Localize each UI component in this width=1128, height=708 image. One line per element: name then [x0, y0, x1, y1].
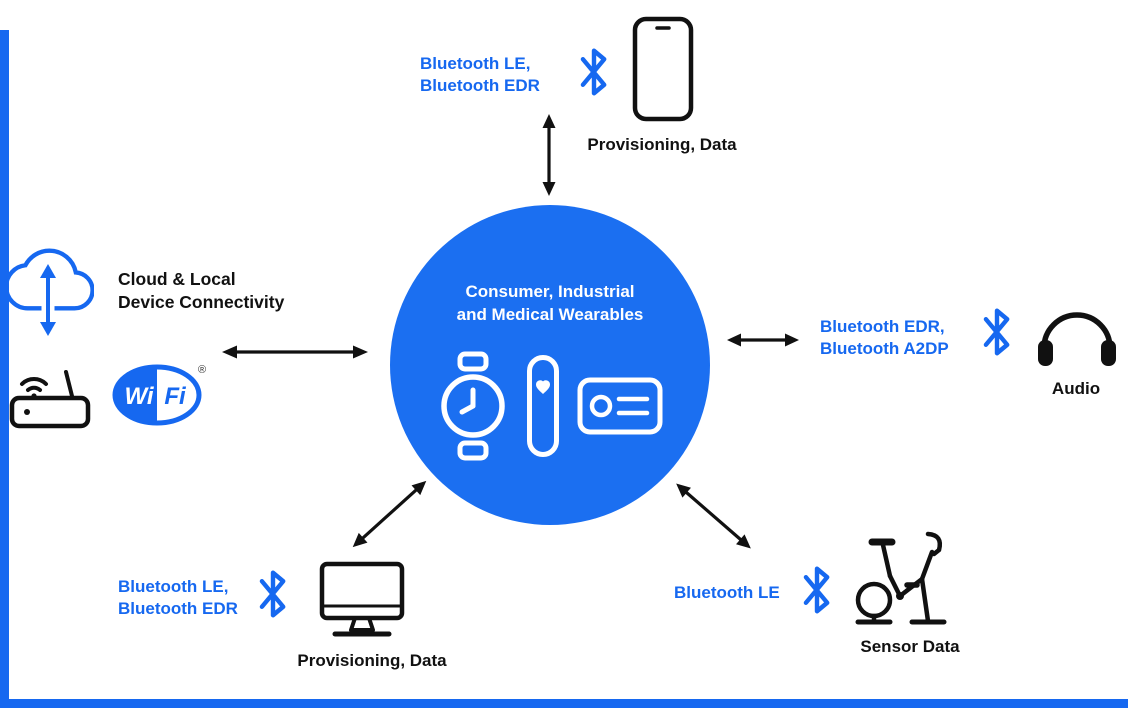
top-protocol-line1: Bluetooth LE, — [420, 54, 531, 73]
router-icon — [9, 370, 91, 429]
bottom-right-protocol-line1: Bluetooth LE — [674, 583, 780, 602]
bottom-left-caption: Provisioning, Data — [297, 651, 447, 670]
bluetooth-icon — [580, 48, 607, 96]
wifi-logo-wi: Wi — [124, 383, 154, 410]
bluetooth-icon — [983, 308, 1010, 356]
right-caption: Audio — [1051, 379, 1101, 398]
center-title-line1: Consumer, Industrial — [465, 282, 635, 301]
smartwatch-icon — [441, 351, 505, 461]
left-title-line2: Device Connectivity — [118, 291, 285, 312]
right-protocol-label: Bluetooth EDR, Bluetooth A2DP — [820, 316, 949, 360]
smart-card-icon — [577, 377, 663, 435]
left-border-bar — [0, 30, 9, 708]
left-title: Cloud & Local Device Connectivity — [118, 268, 284, 314]
center-title-line2: and Medical Wearables — [456, 304, 644, 324]
wifi-logo: Wi Fi ® — [112, 364, 206, 426]
exercise-bike-icon — [855, 531, 947, 625]
right-protocol-line2: Bluetooth A2DP — [820, 338, 949, 358]
wifi-reg-mark: ® — [198, 364, 206, 376]
arrow-top — [542, 114, 556, 196]
cloud-sync-icon — [4, 248, 94, 336]
bottom-left-protocol-line1: Bluetooth LE, — [118, 577, 229, 596]
wifi-logo-fi: Fi — [164, 383, 187, 410]
arrow-left — [222, 345, 368, 359]
bottom-left-protocol-line2: Bluetooth EDR — [118, 598, 238, 618]
top-protocol-label: Bluetooth LE, Bluetooth EDR — [420, 53, 540, 97]
bottom-right-caption: Sensor Data — [860, 637, 960, 656]
headphones-icon — [1038, 312, 1116, 366]
bottom-right-protocol-label: Bluetooth LE — [674, 582, 780, 604]
left-title-line1: Cloud & Local — [118, 269, 236, 289]
arrow-bottom-left — [352, 480, 427, 548]
bottom-left-protocol-label: Bluetooth LE, Bluetooth EDR — [118, 576, 238, 620]
right-protocol-line1: Bluetooth EDR, — [820, 317, 945, 336]
center-wearables-node: Consumer, Industrial and Medical Wearabl… — [390, 205, 710, 525]
fitness-band-icon — [527, 354, 559, 457]
bluetooth-icon — [259, 570, 286, 618]
bottom-border-bar — [0, 699, 1128, 708]
top-caption: Provisioning, Data — [587, 135, 737, 154]
center-device-icons — [437, 351, 663, 461]
arrow-right — [727, 333, 799, 347]
arrow-bottom-right — [676, 483, 751, 549]
bluetooth-icon — [803, 566, 830, 614]
top-protocol-line2: Bluetooth EDR — [420, 75, 540, 95]
center-title: Consumer, Industrial and Medical Wearabl… — [457, 281, 644, 327]
desktop-monitor-icon — [319, 561, 405, 637]
smartphone-icon — [632, 16, 694, 122]
